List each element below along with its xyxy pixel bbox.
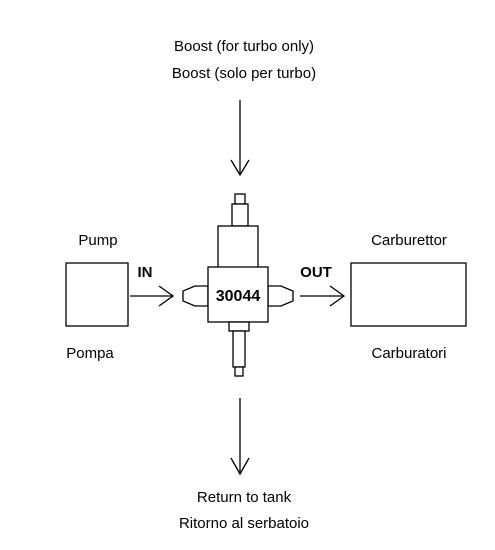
carburettor-label-it: Carburatori xyxy=(371,345,446,362)
inlet-label: IN xyxy=(138,264,153,281)
return-arrow xyxy=(230,398,250,476)
pump-box xyxy=(65,262,129,327)
pump-label-it: Pompa xyxy=(66,345,114,362)
pump-label-en: Pump xyxy=(78,232,117,249)
carburettor-box xyxy=(350,262,467,327)
regulator-upper-block xyxy=(217,225,259,269)
part-number: 30044 xyxy=(216,288,261,305)
inlet-fitting xyxy=(182,285,209,307)
return-label-it: Ritorno al serbatoio xyxy=(179,515,309,532)
outlet-label: OUT xyxy=(300,264,332,281)
outlet-arrow xyxy=(300,285,346,307)
return-label-en: Return to tank xyxy=(197,489,292,506)
boost-arrow xyxy=(230,100,250,177)
outlet-fitting xyxy=(267,285,294,307)
boost-label-it: Boost (solo per turbo) xyxy=(172,65,316,82)
carburettor-label-en: Carburettor xyxy=(371,232,447,249)
boost-label-en: Boost (for turbo only) xyxy=(174,38,314,55)
return-nipple xyxy=(228,321,250,377)
inlet-arrow xyxy=(130,285,175,307)
boost-nipple xyxy=(231,193,249,227)
